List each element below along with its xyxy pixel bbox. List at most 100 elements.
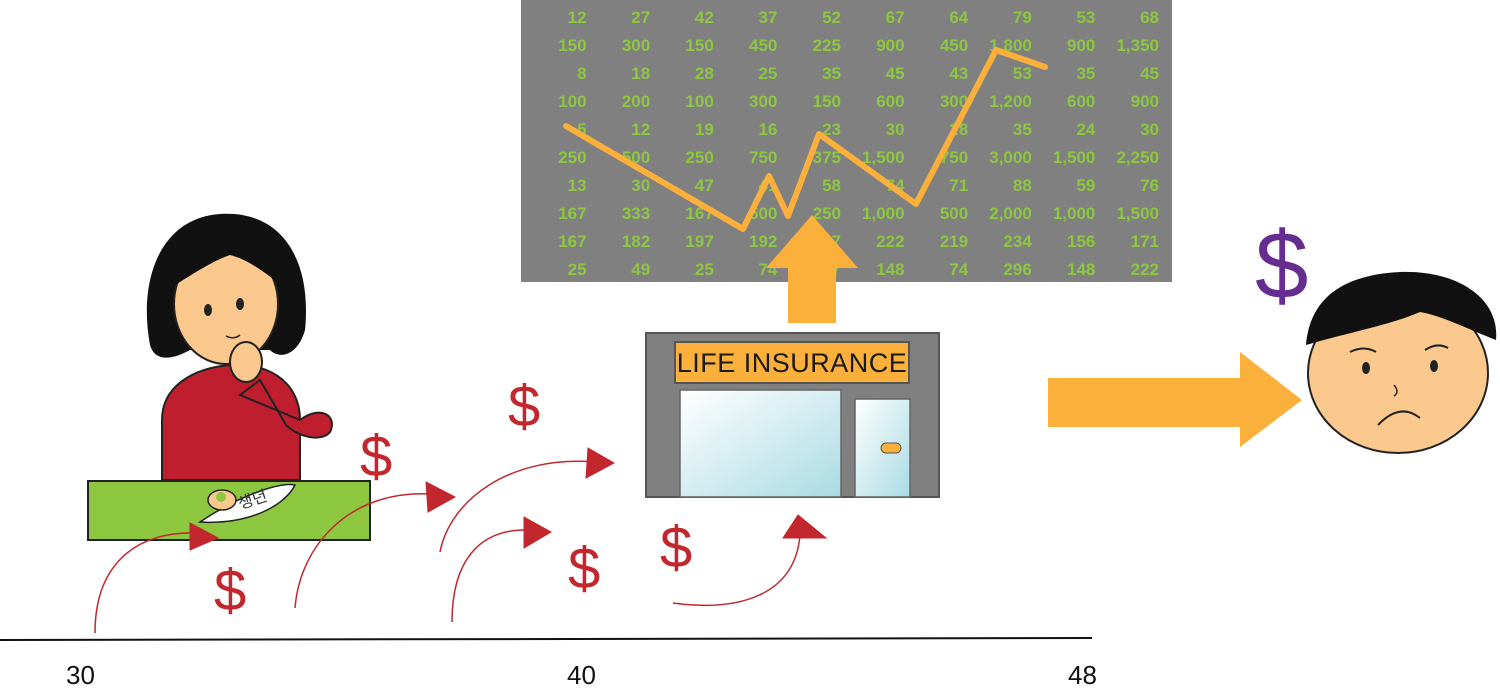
board-cell: 600 [876,92,905,111]
board-cell: 13 [567,176,587,195]
board-cell: 150 [812,92,841,111]
board-cell: 750 [749,148,778,167]
board-cell: 900 [1130,92,1159,111]
board-cell: 30 [885,120,905,139]
dollar-sign: $ [214,558,247,623]
board-cell: 35 [822,64,841,83]
board-cell: 222 [876,232,905,251]
board-cell: 234 [1003,232,1032,251]
board-cell: 25 [694,260,714,279]
board-cell: 16 [758,120,778,139]
board-cell: 333 [621,204,651,223]
board-cell: 53 [1076,8,1096,27]
board-cell: 500 [939,204,969,223]
board-cell: 47 [694,176,714,195]
board-cell: 900 [1067,36,1096,55]
board-cell: 300 [621,36,651,55]
board-cell: 1,500 [1116,204,1159,223]
insurance-sign: LIFE INSURANCE [674,341,910,384]
board-cell: 1,000 [862,204,905,223]
board-cell: 35 [1012,120,1032,139]
age-label: 30 [66,660,95,690]
right-arrow-icon [1048,352,1302,447]
board-cell: 67 [885,8,905,27]
timeline-axis [0,637,1093,641]
board-cell: 1,000 [1052,204,1096,223]
board-cell: 250 [812,204,841,223]
dollar-sign-large: $ [1255,212,1309,319]
board-cell: 76 [1140,176,1159,195]
board-cell: 30 [1140,120,1159,139]
board-cell: 30 [631,176,651,195]
board-cell: 2,250 [1116,148,1159,167]
dollar-sign: $ [568,536,601,601]
board-cell: 1,200 [989,92,1032,111]
board-cell: 750 [939,148,969,167]
board-cell: 59 [1076,176,1096,195]
board-cell: 18 [631,64,651,83]
board-cell: 167 [558,232,587,251]
curved-arrow-icon [94,460,801,634]
age-label: 48 [1068,660,1097,690]
board-cell: 23 [822,120,841,139]
board-cell: 68 [1140,8,1159,27]
board-cell: 300 [939,92,969,111]
board-cell: 3,000 [989,148,1032,167]
age-label: 40 [567,660,596,690]
board-cell: 1,500 [862,148,905,167]
board-cell: 100 [685,92,714,111]
board-cell: 450 [749,36,778,55]
board-cell: 171 [1130,232,1159,251]
arrowheads [189,447,828,551]
board-cell: 450 [939,36,969,55]
board-cell: 58 [822,176,841,195]
board-cell: 64 [949,8,969,27]
man-head [1306,271,1497,454]
board-cell: 182 [621,232,651,251]
board-cell: 197 [685,232,714,251]
board-cell: 167 [558,204,587,223]
board-cell: 219 [939,232,969,251]
board-cell: 71 [949,176,969,195]
dollar-sign: $ [660,515,693,580]
board-cell: 100 [558,92,587,111]
board-cell: 222 [1130,260,1159,279]
board-cell: 296 [1003,260,1032,279]
board-cell: 35 [1076,64,1096,83]
board-cell: 200 [621,92,651,111]
board-cell: 24 [1076,120,1096,139]
door-handle [880,442,902,454]
board-cell: 600 [1067,92,1096,111]
board-cell: 53 [1012,64,1032,83]
board-cell: 225 [812,36,841,55]
board-cell: 43 [949,64,969,83]
board-cell: 900 [876,36,905,55]
board-cell: 8 [577,64,587,83]
board-cell: 45 [885,64,905,83]
stock-board: 12 27 42 37 52 67 64 79 53 68 150 300 150 450 225 900 45… [521,0,1172,282]
dollar-sign: $ [360,424,393,489]
board-cell: 79 [1012,8,1032,27]
board-cell: 156 [1067,232,1096,251]
woman-figure [146,213,333,481]
board-cell: 88 [1012,176,1032,195]
board-cell: 37 [758,8,778,27]
board-cell: 250 [558,148,587,167]
board-cell: 45 [1140,64,1159,83]
board-cell: 28 [694,64,714,83]
board-cell: 74 [949,260,969,279]
board-cell: 25 [758,64,778,83]
board-cell: 27 [631,8,651,27]
board-cell: 148 [876,260,905,279]
board-cell: 12 [567,8,587,27]
board-cell: 42 [694,8,714,27]
trend-line-layer [563,47,1048,232]
board-cell: 2,000 [989,204,1032,223]
board-cell: 52 [822,8,841,27]
board-cell: 148 [1067,260,1096,279]
board-cell: 150 [558,36,587,55]
building-window [679,389,842,498]
up-arrow-icon [766,215,858,323]
board-cell: 5 [577,120,587,139]
board-cell: 1,350 [1116,36,1159,55]
